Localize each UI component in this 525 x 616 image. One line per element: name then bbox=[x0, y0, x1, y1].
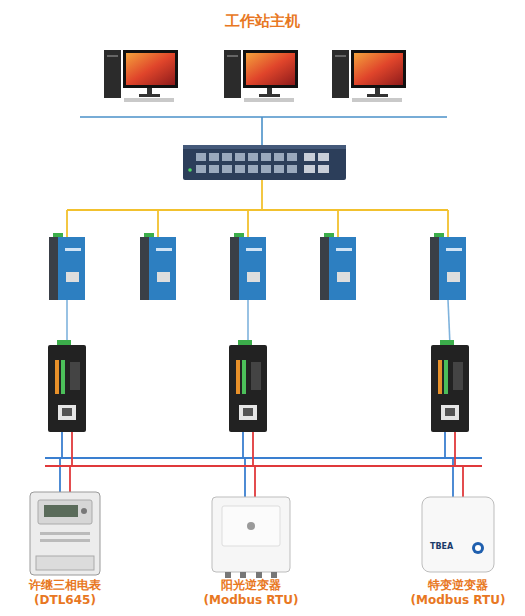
ethernet-wire bbox=[80, 117, 447, 145]
device-label: 许继三相电表 bbox=[10, 578, 120, 593]
ethernet-switch bbox=[183, 145, 346, 180]
fiber-wire bbox=[67, 180, 448, 237]
media-converter bbox=[140, 233, 176, 300]
ethernet-wire bbox=[67, 300, 450, 345]
serial-server bbox=[48, 340, 86, 432]
media-converter bbox=[49, 233, 85, 300]
device-label: 特变逆变器 bbox=[403, 578, 513, 593]
workstation-computer bbox=[104, 50, 178, 102]
device-node: 许继三相电表(DTL645) bbox=[10, 492, 120, 608]
device-label: 阳光逆变器 bbox=[196, 578, 306, 593]
inverter bbox=[212, 497, 290, 578]
device-node: 阳光逆变器(Modbus RTU) bbox=[196, 497, 306, 608]
device-label: (Modbus RTU) bbox=[196, 593, 306, 608]
workstation-computer bbox=[332, 50, 406, 102]
device-label: (DTL645) bbox=[10, 593, 120, 608]
workstation-computer bbox=[224, 50, 298, 102]
title: 工作站主机 bbox=[225, 12, 300, 30]
picture-area bbox=[196, 497, 306, 578]
picture-area bbox=[403, 497, 513, 578]
media-converter bbox=[430, 233, 466, 300]
serial-server bbox=[431, 340, 469, 432]
bus-wire bbox=[45, 432, 482, 497]
picture-area bbox=[10, 492, 120, 578]
logo-text: TBEA bbox=[430, 542, 453, 551]
energy-meter bbox=[30, 492, 100, 575]
media-converter bbox=[320, 233, 356, 300]
device-node: 特变逆变器(Modbus RTU) bbox=[403, 497, 513, 608]
inverter bbox=[422, 497, 494, 572]
serial-server bbox=[229, 340, 267, 432]
device-label: (Modbus RTU) bbox=[403, 593, 513, 608]
bus-wire bbox=[45, 432, 482, 497]
media-converter bbox=[230, 233, 266, 300]
